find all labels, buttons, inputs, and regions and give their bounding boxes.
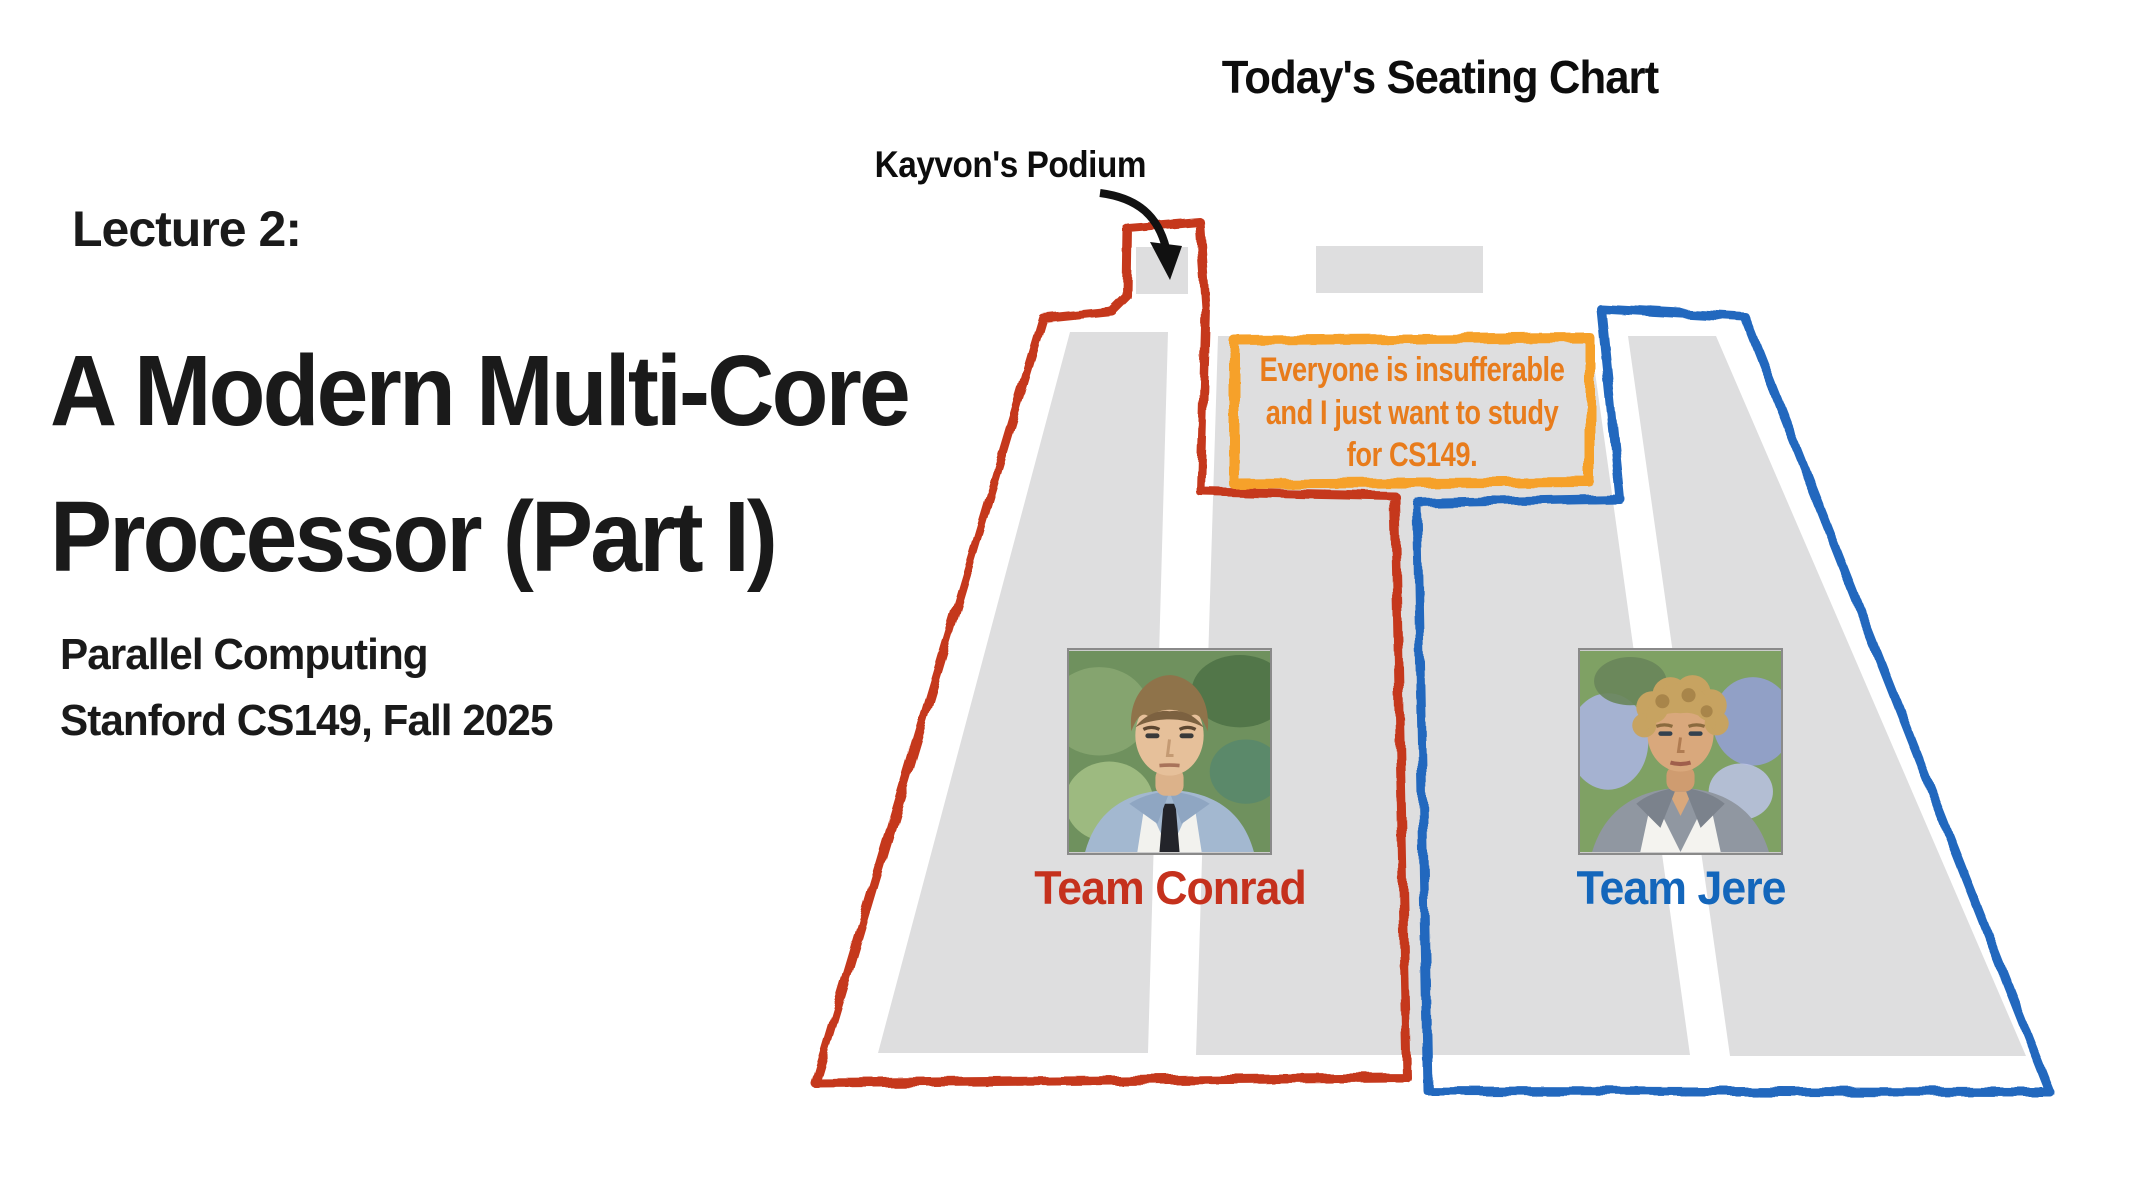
team-jere-label: Team Jere	[1576, 861, 1786, 914]
message-box-border	[1229, 333, 1595, 489]
screen-rect	[1316, 246, 1483, 293]
podium-arrow-icon	[1099, 189, 1182, 280]
course-term: Stanford CS149, Fall 2025	[60, 696, 553, 745]
course-subtitle: Parallel Computing Stanford CS149, Fall …	[60, 622, 553, 754]
red-zone-outline	[810, 217, 1412, 1088]
slide-title-line2: Processor (Part I)	[50, 481, 778, 593]
team-conrad-label: Team Conrad	[1034, 861, 1307, 914]
seating-banks	[878, 246, 2026, 1056]
course-name: Parallel Computing	[60, 630, 429, 679]
right-bank	[1628, 336, 2026, 1056]
jere-portrait-illustration	[1580, 651, 1781, 852]
message-box: Everyone is insufferable and I just want…	[1260, 348, 1565, 478]
message-line: and I just want to study	[1265, 393, 1559, 432]
left-bank	[878, 332, 1168, 1053]
message-line: for CS149.	[1346, 436, 1478, 475]
team-conrad-photo	[1067, 648, 1272, 855]
seating-chart-title: Today's Seating Chart	[1221, 51, 1659, 103]
slide-title: A Modern Multi-Core Processor (Part I)	[50, 318, 911, 610]
podium-label: Kayvon's Podium	[874, 144, 1147, 185]
lecture-number-label: Lecture 2:	[72, 201, 302, 257]
slide-title-line1: A Modern Multi-Core	[50, 335, 911, 447]
team-jere-photo	[1578, 648, 1783, 855]
blue-zone-outline	[1412, 304, 2055, 1097]
message-line: Everyone is insufferable	[1259, 351, 1565, 390]
center-bank	[1196, 336, 1690, 1055]
conrad-portrait-illustration	[1069, 651, 1270, 852]
